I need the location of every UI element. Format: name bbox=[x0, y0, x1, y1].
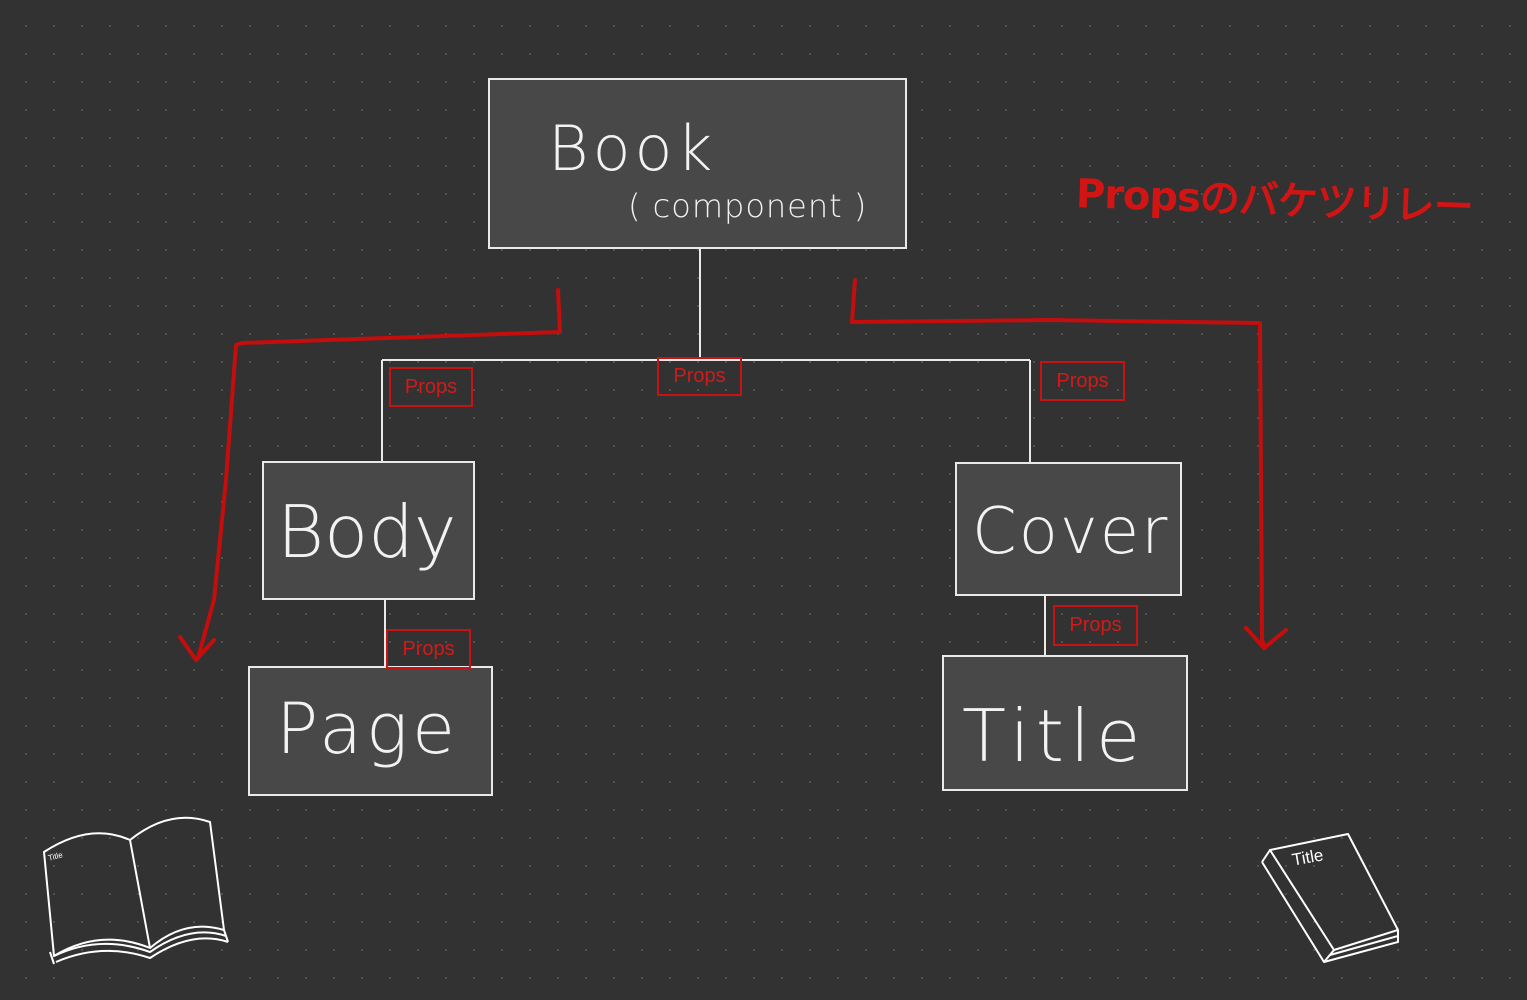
title-label: Title bbox=[962, 694, 1147, 778]
tree-connectors bbox=[381, 249, 1046, 667]
right-flow-arrow bbox=[850, 278, 1288, 650]
book-sublabel: ( component ) bbox=[628, 187, 868, 225]
props-tag-center: Props bbox=[657, 357, 742, 396]
body-component-box[interactable] bbox=[262, 461, 475, 600]
cover-component-box[interactable] bbox=[955, 462, 1182, 596]
title-component-box[interactable] bbox=[942, 655, 1188, 791]
left-flow-arrow bbox=[178, 288, 562, 662]
book-component-box[interactable] bbox=[488, 78, 907, 249]
props-tag-right: Props bbox=[1040, 361, 1125, 401]
open-book-sketch bbox=[43, 816, 229, 965]
props-tag-left: Props bbox=[389, 367, 473, 407]
props-tag-cover-title: Props bbox=[1053, 605, 1138, 646]
page-component-box[interactable] bbox=[248, 666, 493, 796]
closed-book-sketch bbox=[1261, 833, 1399, 963]
cover-label: Cover bbox=[972, 495, 1170, 569]
page-label: Page bbox=[276, 688, 460, 770]
book-label: Book bbox=[548, 112, 717, 185]
body-label: Body bbox=[277, 490, 457, 574]
props-tag-body-page: Props bbox=[386, 629, 471, 669]
